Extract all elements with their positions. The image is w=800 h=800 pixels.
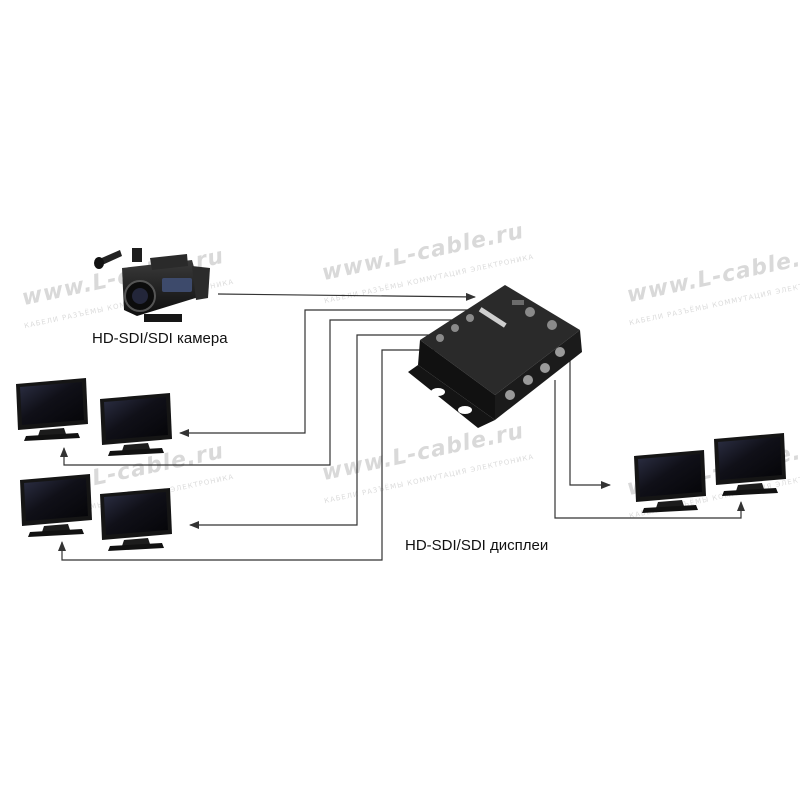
display-icon: [634, 450, 706, 513]
output-line-6: [554, 380, 745, 519]
output-line-1: [179, 309, 478, 437]
output-line-3: [189, 334, 460, 529]
display-icon: [100, 393, 172, 456]
camera-input-line: [217, 292, 476, 301]
video-camera-icon: [94, 248, 210, 322]
display-icon: [100, 488, 172, 551]
output-line-2: [60, 319, 470, 466]
output-line-4: [58, 349, 445, 561]
sdi-splitter-icon: [408, 285, 582, 428]
camera-label: HD-SDI/SDI камера: [92, 330, 228, 347]
displays-label: HD-SDI/SDI дисплеи: [405, 537, 549, 554]
display-icon: [714, 433, 786, 496]
output-line-5: [569, 355, 611, 489]
display-icon: [16, 378, 88, 441]
connections: [58, 292, 745, 561]
display-icon: [20, 474, 92, 537]
